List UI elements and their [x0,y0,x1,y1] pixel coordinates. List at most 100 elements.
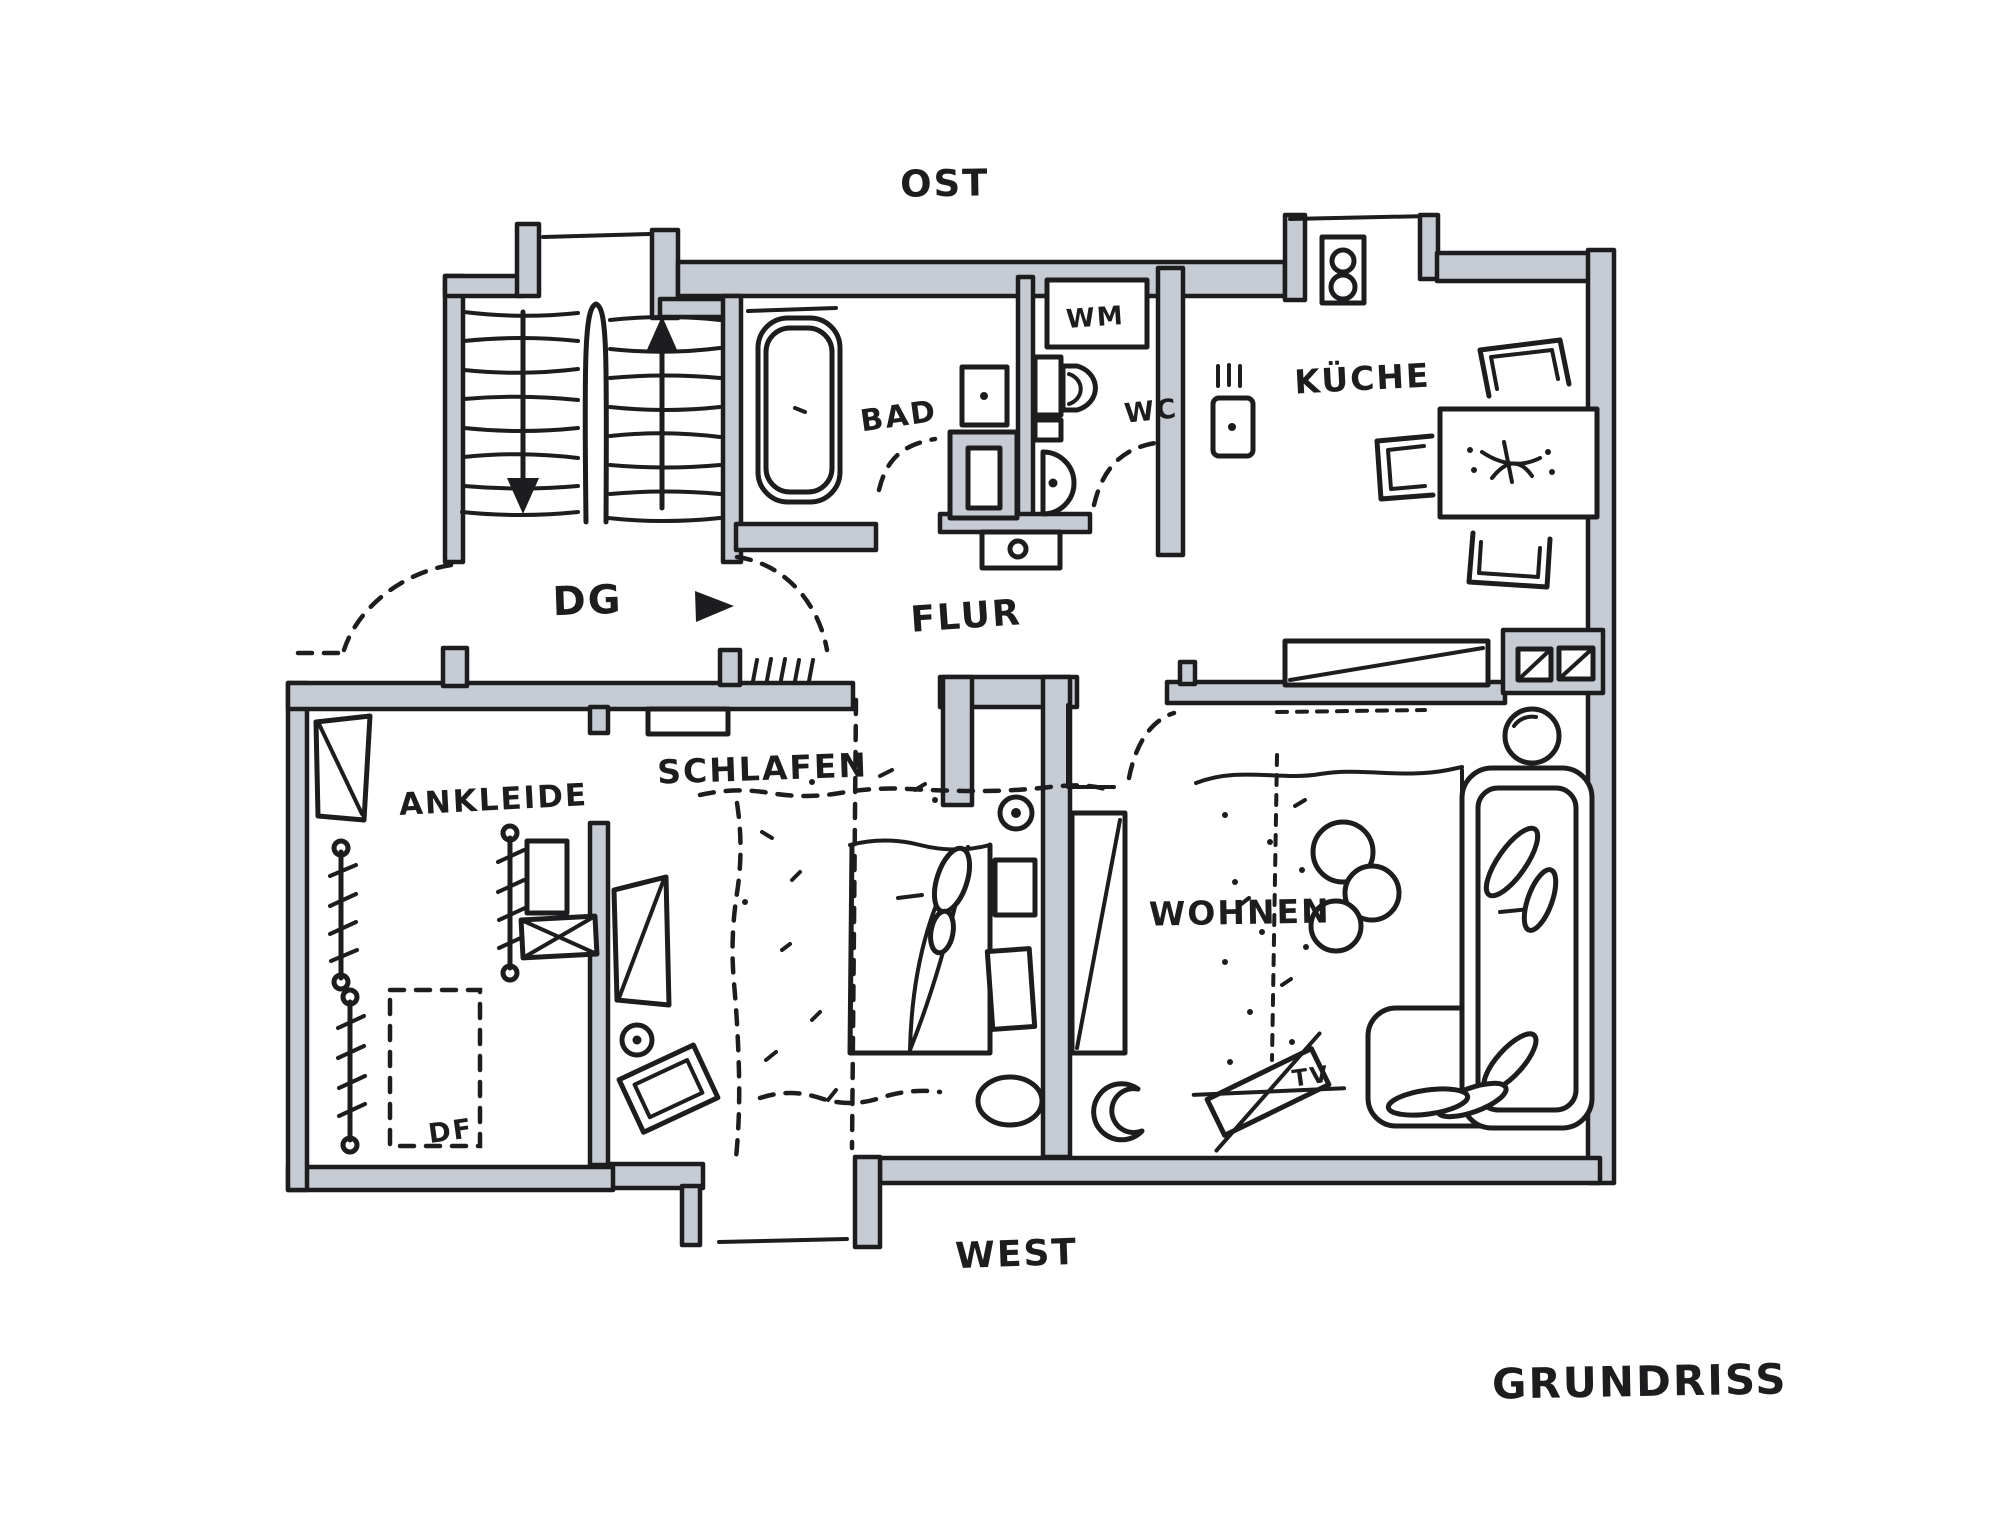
west-door-right-jamb [852,1154,883,1250]
entry-door-threshold-hatch [751,657,815,683]
wc-right-wall [1155,265,1186,558]
bedroom-furniture [611,697,1108,1161]
crossed-box [518,913,600,961]
wc-basin [1040,449,1077,517]
roof-slope-dash-vertical [1270,753,1279,1062]
bathtub [755,315,843,505]
corridor-stool [975,1074,1045,1128]
south-wall-right [877,1155,1603,1186]
stove-alcove-right-jamb [1417,212,1441,282]
kitchen-sink-drain [1228,423,1236,431]
bath-sink-drain [980,392,988,400]
divider-main-wall [587,820,611,1168]
bath-cabinet-door [965,445,1003,511]
wohnen-door-swing-arc [1126,710,1177,781]
wc-shelf [1032,417,1064,443]
west-door-left-jamb [679,1183,703,1248]
stair-treads-left [460,310,580,517]
entry-door-swing-arc [734,554,830,653]
washing-machine-label: WM [1065,301,1126,335]
bad-wc-divider-wall [1015,274,1036,530]
living-plant [1308,819,1402,954]
kitchen-label: KÜCHE [1293,354,1431,401]
kitchen-sideboard [1282,638,1491,688]
floor-label: DG [552,577,624,625]
kitchen-chair-top [1477,337,1572,399]
stair-arrow-down [507,309,539,514]
kitchen-window-pane-2-diag [1557,646,1595,681]
bed [847,838,993,1056]
dresser-box [524,838,570,916]
sofa-cushion [1521,867,1559,933]
north-wall-bad-wc [675,259,1288,299]
clothes-rail-1 [328,838,359,992]
dressing-room-label: ANKLEIDE [398,777,589,823]
compass-west-label: WEST [955,1232,1079,1277]
north-wall-kitchen [1434,250,1602,284]
direction-triangle-marker [695,591,734,622]
walls [285,212,1617,1250]
bath-window-line [746,306,838,313]
stairwell-left-wall [442,273,466,565]
entry-door-stub [717,647,743,688]
bath-left-wall [720,293,744,565]
washing-machine [1044,277,1150,350]
stairwell-top-wall [442,273,526,299]
west-window-sill [717,1237,849,1244]
living-furniture [975,703,1595,1153]
bedroom-label: SCHLAFEN [657,745,869,791]
labels: OST WEST DG FLUR BAD WC WM KÜCHE SCHLAFE… [398,161,1788,1408]
wohnen-left-wall [1040,674,1073,1160]
bathroom-fixtures [755,315,1020,521]
bedroom-rug [616,1042,721,1135]
entry-shelf [645,706,731,737]
compass-east-label: OST [900,161,990,206]
bedroom-lamp [619,1022,655,1058]
bathroom-label: BAD [858,394,939,439]
ceiling-lamp-doorway [997,794,1035,832]
stove-alcove-left-jamb [1282,212,1308,303]
stair-divider-rail [582,301,609,525]
hallway-label: FLUR [909,592,1023,641]
moon-doodle [1091,1081,1145,1143]
kitchen-radiator-marks [1216,363,1242,388]
wc-door-swing-arc [1091,439,1165,508]
stairwell-bath-jog-wall [657,296,731,320]
sofa-cushion [1483,825,1541,899]
kitchen-door-stub [1177,659,1198,687]
tv-label: TV [1291,1062,1332,1093]
side-table [1502,706,1562,766]
tv-board [1191,1031,1347,1153]
flur-cabinet [979,529,1063,571]
dg-landing-stub [440,645,470,689]
kitchen-chair-left [1374,433,1436,502]
plan-title: GRUNDRISS [1492,1354,1788,1408]
table-plant [1467,440,1555,484]
stair-door-swing-arc [341,562,454,653]
ankleide-bottom-wall [285,1164,616,1193]
living-room-label: WOHNEN [1149,891,1332,933]
wc-fixtures [979,277,1165,571]
nightstand-bottom [984,946,1038,1032]
nightstand-top [992,857,1038,918]
wohnen-door-leaf [1066,703,1116,789]
clothes-rail-3 [496,823,527,983]
stair-arrow-up [646,316,678,511]
kitchen-chair-bottom [1466,530,1553,590]
bed-pillow [931,845,973,915]
stairwell-window-sill [541,232,652,239]
kitchen-window-pane-1-diag [1516,647,1553,682]
dressing-furniture [313,713,600,1155]
stair-treads-right [606,315,722,523]
staircase [460,301,722,525]
roof-slope-dash-top [1275,708,1427,714]
stove [1319,234,1367,306]
sofa-body [1459,765,1595,1131]
sofa [1365,765,1595,1131]
roof-window-outline [387,987,483,1149]
wohnen-radiator [1069,810,1128,1056]
kitchen-furniture [1210,234,1600,688]
bedroom-wardrobe [611,874,672,1008]
